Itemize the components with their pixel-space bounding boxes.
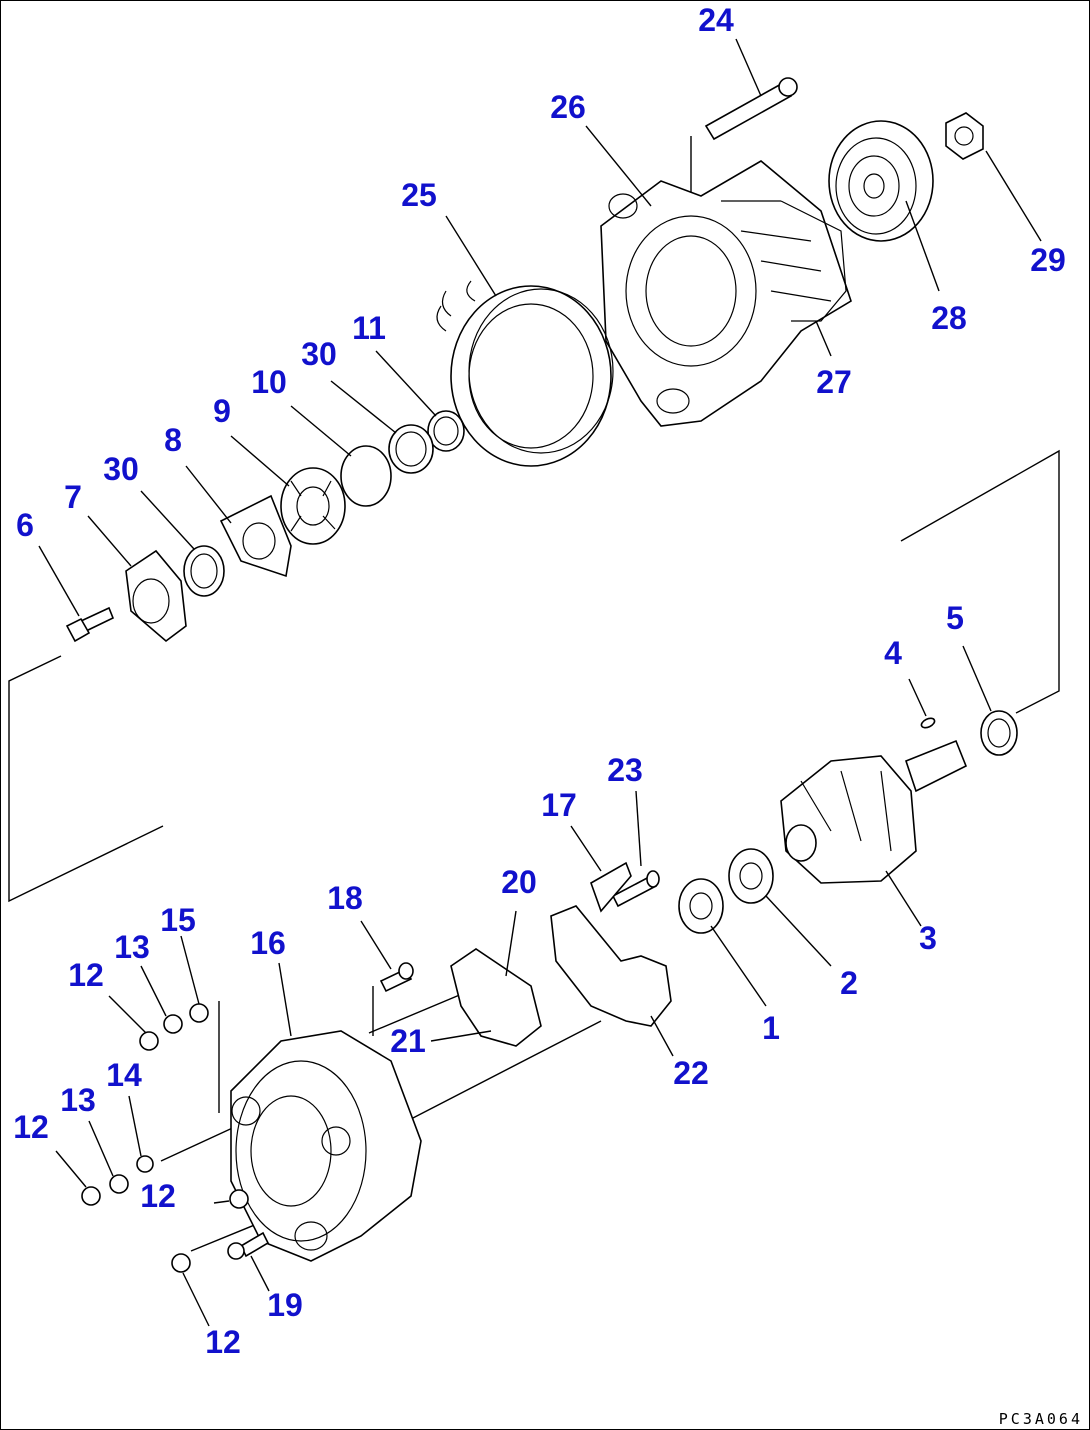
drawing-code: PC3A064 <box>999 1410 1083 1428</box>
callout-21: 21 <box>390 1023 426 1059</box>
part-3-rotor <box>780 739 968 884</box>
callout-1: 1 <box>762 1010 780 1046</box>
callout-17: 17 <box>541 787 577 823</box>
callout-labels: 24 26 25 29 28 27 11 30 10 9 8 30 7 6 5 … <box>13 2 1066 1360</box>
callout-15: 15 <box>160 902 196 938</box>
callout-16: 16 <box>250 925 286 961</box>
callout-8: 8 <box>164 422 182 458</box>
callout-13-lower: 13 <box>60 1082 96 1118</box>
callout-6: 6 <box>16 507 34 543</box>
nut-13-lower <box>109 1174 129 1194</box>
callout-30-lower: 30 <box>103 451 139 487</box>
callout-20: 20 <box>501 864 537 900</box>
part-8-cover-plate <box>219 494 292 578</box>
callout-12-bottom: 12 <box>205 1324 241 1360</box>
nut-12-bottom <box>171 1253 191 1273</box>
callout-23: 23 <box>607 752 643 788</box>
callout-27: 27 <box>816 364 852 400</box>
part-27-fan <box>780 200 847 322</box>
callout-12-middle: 12 <box>140 1178 176 1214</box>
part-30-collar-upper <box>388 424 434 474</box>
callout-12-upper: 12 <box>68 957 104 993</box>
part-25-stator <box>436 280 614 467</box>
part-10-plate <box>340 445 392 507</box>
callout-9: 9 <box>213 393 231 429</box>
part-17-plate <box>590 861 632 913</box>
part-4-key <box>920 717 936 729</box>
nut-15 <box>189 1003 209 1023</box>
nut-12-middle <box>229 1189 249 1209</box>
part-26-front-housing <box>600 160 852 427</box>
callout-4: 4 <box>884 635 902 671</box>
nut-12-upper <box>139 1031 159 1051</box>
part-18-screw <box>379 962 414 993</box>
callout-11: 11 <box>352 310 386 346</box>
callout-5: 5 <box>946 600 964 636</box>
callout-22: 22 <box>673 1055 709 1091</box>
callout-28: 28 <box>931 300 967 336</box>
callout-19: 19 <box>267 1287 303 1323</box>
part-19-screw <box>227 1231 270 1260</box>
part-6-screw <box>65 606 115 643</box>
leader-lines <box>38 38 1042 1327</box>
part-7-bearing-retainer <box>125 549 187 643</box>
part-20-brush-holder <box>450 948 542 1047</box>
nut-14 <box>136 1155 154 1173</box>
part-22-rectifier <box>550 905 672 1027</box>
part-23-screw <box>611 870 660 908</box>
callout-30-upper: 30 <box>301 336 337 372</box>
part-11-ring <box>427 410 465 452</box>
part-1-bearing <box>678 878 724 934</box>
callout-25: 25 <box>401 177 437 213</box>
callout-13-upper: 13 <box>114 929 150 965</box>
part-24-through-bolt <box>704 77 798 141</box>
callout-14: 14 <box>106 1057 142 1093</box>
part-16-rear-housing <box>230 1030 422 1262</box>
part-29-nut <box>945 112 984 160</box>
callout-12-lower-left: 12 <box>13 1109 49 1145</box>
callout-24: 24 <box>698 2 734 38</box>
callout-2: 2 <box>840 965 858 1001</box>
callout-7: 7 <box>64 479 82 515</box>
part-5-bearing <box>980 710 1018 756</box>
nut-12-lower-left <box>81 1186 101 1206</box>
part-28-pulley <box>828 120 934 242</box>
callout-18: 18 <box>327 880 363 916</box>
part-30-collar-lower <box>183 545 225 597</box>
part-2-bearing <box>728 848 774 904</box>
callout-10: 10 <box>251 364 287 400</box>
part-nuts <box>81 1003 249 1273</box>
part-9-bearing <box>280 467 346 545</box>
callout-26: 26 <box>550 89 586 125</box>
nut-13-upper <box>163 1014 183 1034</box>
callout-29: 29 <box>1030 242 1066 278</box>
callout-3: 3 <box>919 920 937 956</box>
